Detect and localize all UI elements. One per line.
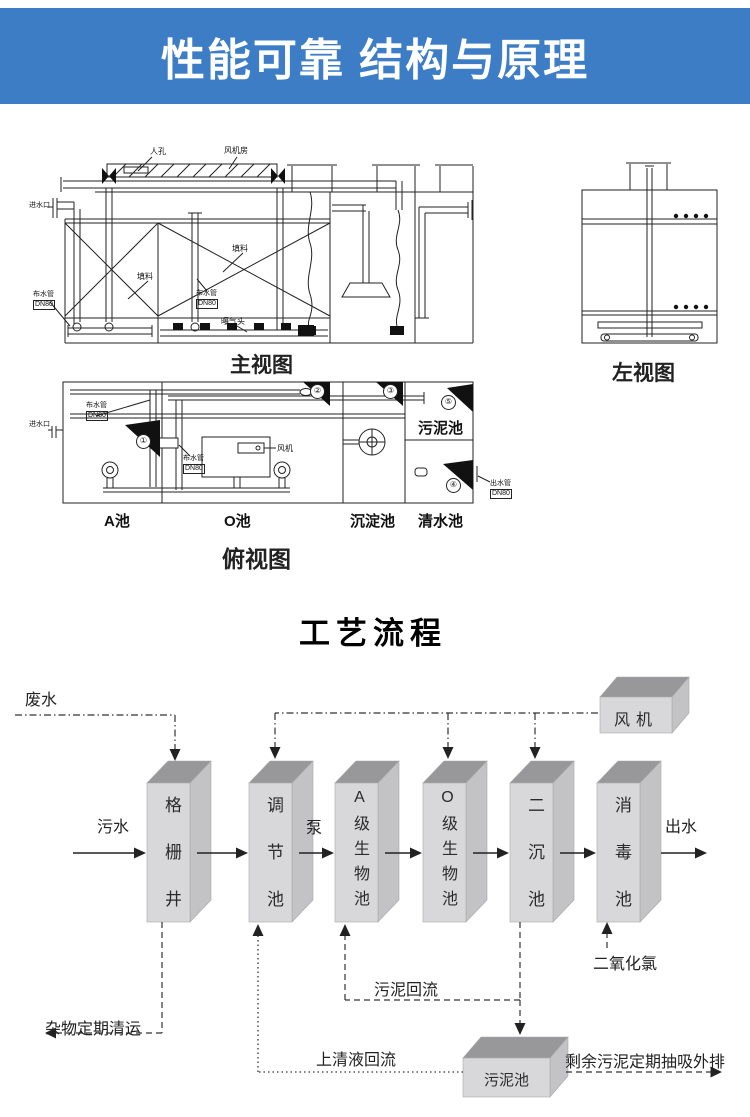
fan-room-label: 风机房 (224, 146, 248, 155)
pump-label: 泵 (306, 820, 323, 837)
left-view-caption: 左视图 (612, 361, 675, 385)
marker-1: ① (136, 434, 151, 449)
wastewater-label: 废水 (25, 692, 58, 709)
page-title: 性能可靠 结构与原理 (160, 36, 590, 85)
manhole-label: 人孔 (150, 147, 166, 156)
packing-label-1: 填料 (137, 272, 153, 281)
flow-box-fan (599, 676, 690, 734)
main-view-fittings (102, 168, 404, 336)
fan-node-label: 风机 (613, 712, 658, 729)
flow-boxes (146, 676, 690, 1098)
effluent-label: 出水 (665, 819, 698, 836)
header-banner: 性能可靠 结构与原理 (0, 8, 750, 104)
aeration-head-label: 曝气头 (221, 317, 245, 326)
flow-return-arrowheads (45, 922, 722, 1078)
pool-label-a: A池 (104, 513, 130, 530)
flow-dashdot-lines (15, 712, 598, 750)
marker-3: ③ (383, 384, 398, 399)
node-a-bio: A级生物池 (351, 789, 368, 915)
flow-title: 工艺流程 (299, 616, 447, 651)
top-fan-label: 风机 (277, 444, 293, 453)
node-secondary: 二沉池 (525, 796, 544, 937)
marker-2: ② (310, 384, 325, 399)
flow-box-regulating-tank (248, 760, 314, 923)
left-view-bolts (673, 213, 709, 310)
flow-dashdot-arrowheads (169, 747, 541, 761)
manhole-cover (123, 166, 149, 174)
node-o-bio: O级生物池 (439, 789, 456, 915)
node-regulating: 调节池 (264, 796, 283, 937)
top-inlet-label: 进水口 (29, 421, 50, 428)
marker-4: ④ (446, 478, 461, 493)
flow-dotted-line (257, 936, 463, 1073)
left-view-drawing (581, 162, 718, 344)
distribution-pipe-label-2: 布水管 DN80 (196, 290, 218, 309)
chlorine-label: 二氧化氯 (593, 956, 658, 973)
flow-box-disinfection (596, 760, 662, 923)
main-view-caption: 主视图 (230, 353, 293, 377)
flow-dashed-lines (55, 922, 711, 1073)
main-inlet-label: 进水口 (29, 202, 50, 209)
sludge-pool-label: 污泥池 (418, 420, 464, 437)
node-disinfection: 消毒池 (612, 796, 631, 937)
top-distribution-pipe-label-1: 布水管 DN80 (86, 402, 108, 421)
outlet-pipe-label: 出水管 DN80 (490, 480, 512, 499)
supernatant-return-label: 上清液回流 (316, 1052, 397, 1069)
sludge-tank-node-label: 污泥池 (483, 1072, 529, 1089)
pool-label-clear: 清水池 (418, 513, 464, 530)
flow-box-grid-well (146, 760, 212, 923)
sewage-label: 污水 (97, 819, 130, 836)
pool-label-o: O池 (224, 513, 251, 530)
excess-sludge-label: 剩余污泥定期抽吸外排 (565, 1054, 726, 1071)
top-view-caption: 俯视图 (222, 547, 291, 572)
debris-removal-label: 杂物定期清运 (45, 1021, 142, 1038)
flow-box-sludge-tank (462, 1036, 569, 1098)
main-view-drawing (47, 156, 474, 344)
flow-box-a-bio-tank (334, 760, 400, 923)
sludge-return-label: 污泥回流 (374, 982, 439, 999)
pool-label-settling: 沉淀池 (350, 513, 396, 530)
flow-box-o-bio-tank (422, 760, 488, 923)
packing-label-2: 填料 (232, 244, 248, 253)
distribution-pipe-label-1: 布水管 DN80 (33, 291, 55, 310)
node-grid-well: 格栅井 (162, 796, 181, 937)
top-view-drawing (48, 381, 491, 504)
flow-main-arrowheads (134, 847, 707, 859)
flow-box-secondary-settling (509, 760, 575, 923)
top-distribution-pipe-label-2: 布水管 DN80 (183, 455, 205, 474)
marker-5: ⑤ (441, 395, 456, 410)
